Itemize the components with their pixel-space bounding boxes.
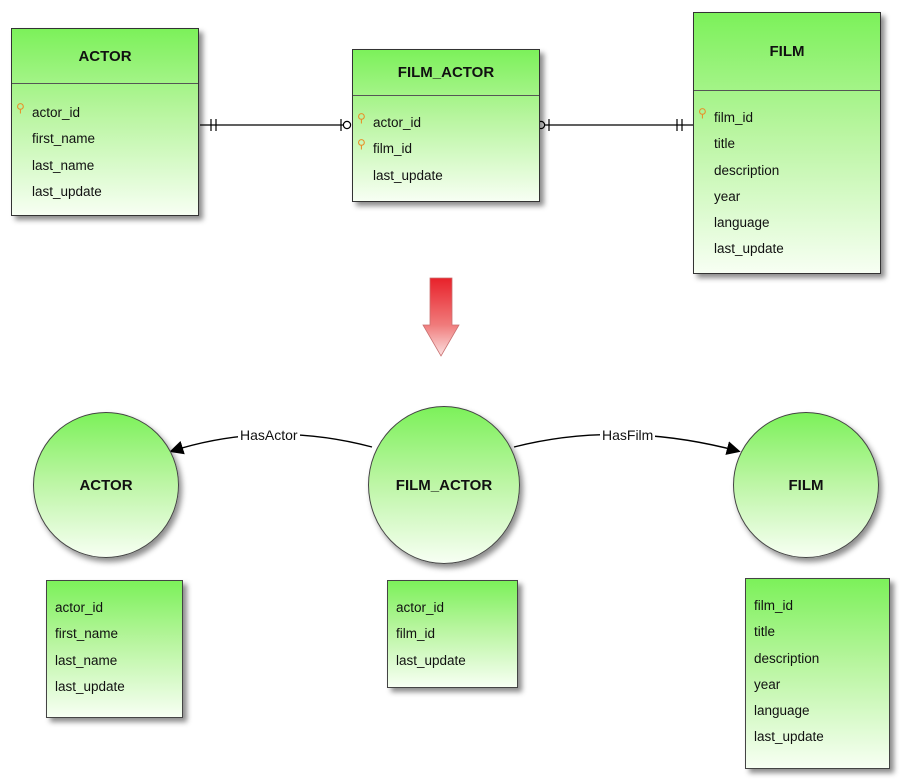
has-actor-label: HasActor	[238, 427, 300, 443]
actor-filmactor-relationship	[200, 119, 352, 131]
property-last-update: last_update	[55, 678, 125, 694]
field-film-id: ⚲film_id	[353, 136, 539, 162]
film-table[interactable]: FILM ⚲film_id title description year lan…	[693, 12, 881, 274]
film-actor-table-title: FILM_ACTOR	[353, 50, 539, 96]
actor-table[interactable]: ACTOR ⚲actor_id first_name last_name las…	[11, 28, 199, 216]
property-last-update: last_update	[396, 652, 466, 668]
actor-table-title: ACTOR	[12, 29, 198, 84]
property-film-id: film_id	[396, 626, 436, 642]
property-first-name: first_name	[55, 626, 119, 642]
property-title: title	[754, 624, 776, 640]
field-film-id: ⚲film_id	[694, 105, 880, 131]
actor-table-fields: ⚲actor_id first_name last_name last_upda…	[12, 84, 198, 205]
actor-node-label: ACTOR	[79, 476, 133, 494]
key-icon: ⚲	[16, 101, 25, 115]
field-first-name: first_name	[32, 131, 96, 147]
property-actor-id: actor_id	[396, 600, 445, 615]
field-last-update: last_update	[373, 167, 443, 183]
field-title: title	[714, 136, 736, 152]
field-actor-id: ⚲actor_id	[12, 100, 198, 126]
field-actor-id: ⚲actor_id	[353, 110, 539, 136]
film-table-title: FILM	[694, 13, 880, 91]
field-language: language	[714, 215, 770, 231]
key-icon: ⚲	[357, 111, 366, 125]
film-actor-node-label: FILM_ACTOR	[395, 476, 493, 494]
key-icon: ⚲	[357, 137, 366, 152]
filmactor-film-relationship	[536, 119, 693, 131]
property-last-update: last_update	[754, 729, 824, 745]
property-film-id: film_id	[754, 598, 794, 613]
field-year: year	[714, 188, 741, 204]
film-actor-node[interactable]: FILM_ACTOR	[368, 406, 520, 564]
field-last-update: last_update	[714, 241, 784, 257]
film-actor-properties: actor_id film_id last_update	[387, 580, 518, 688]
key-icon: ⚲	[698, 106, 707, 120]
film-actor-table-fields: ⚲actor_id ⚲film_id last_update	[353, 96, 539, 189]
film-actor-table[interactable]: FILM_ACTOR ⚲actor_id ⚲film_id last_updat…	[352, 49, 540, 202]
field-description: description	[714, 162, 780, 178]
property-year: year	[754, 676, 781, 692]
property-language: language	[754, 703, 810, 719]
actor-node[interactable]: ACTOR	[33, 412, 179, 558]
film-node-label: FILM	[788, 476, 824, 494]
film-properties: film_id title description year language …	[745, 578, 890, 769]
film-node[interactable]: FILM	[733, 412, 879, 558]
actor-properties: actor_id first_name last_name last_updat…	[46, 580, 183, 718]
property-last-name: last_name	[55, 652, 118, 668]
field-last-update: last_update	[32, 183, 102, 199]
property-actor-id: actor_id	[55, 600, 104, 615]
property-description: description	[754, 650, 820, 666]
down-arrow-icon	[422, 277, 460, 357]
has-film-label: HasFilm	[600, 427, 656, 443]
field-last-name: last_name	[32, 157, 95, 173]
film-table-fields: ⚲film_id title description year language…	[694, 91, 880, 263]
